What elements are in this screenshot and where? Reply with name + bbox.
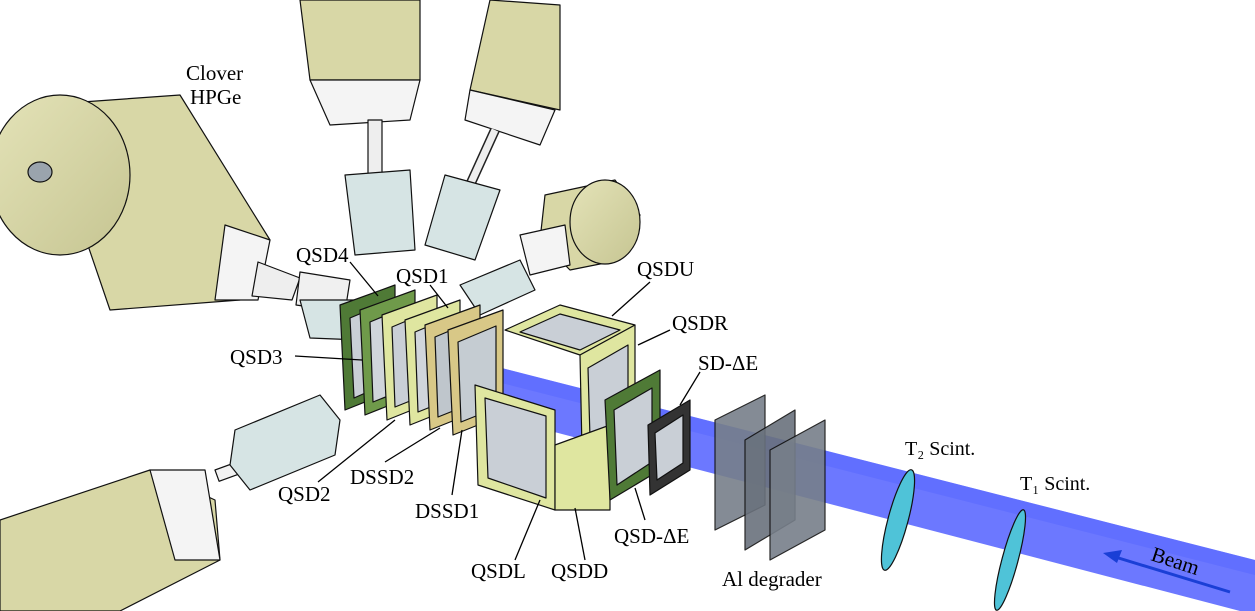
label-t1-scint: T₁ Scint. [1020,473,1090,495]
label-qsd1: QSD1 [396,264,449,288]
label-sd-delta-e: SD-ΔE [698,351,758,375]
label-qsd-delta-e: QSD-ΔE [614,524,689,548]
label-qsdu: QSDU [637,257,694,281]
label-qsdd: QSDD [551,559,608,583]
label-t2-scint: T₂ Scint. [905,438,975,460]
hpge-left-upper [0,94,361,341]
detector-box [474,304,691,511]
label-qsd2: QSD2 [278,482,331,506]
hpge-top-left [299,0,421,256]
detector-stack-left [339,284,504,436]
hpge-right [459,179,641,316]
al-degrader-plates [714,394,826,561]
leader-lines [294,261,701,561]
label-qsd4: QSD4 [296,243,349,267]
label-dssd2: DSSD2 [350,465,414,489]
label-qsdr: QSDR [672,311,728,335]
hpge-top-center [424,0,561,261]
label-dssd1: DSSD1 [415,499,479,523]
beam-arrow [1103,550,1231,594]
label-hpge: HPGe [190,85,241,109]
label-qsdl: QSDL [471,559,526,583]
t2-scintillator [880,469,916,571]
hpge-left-lower [0,394,341,611]
label-clover: Clover [186,61,243,85]
t1-scintillator [993,509,1027,611]
label-al-degrader: Al degrader [722,567,822,591]
label-qsd3: QSD3 [230,345,283,369]
